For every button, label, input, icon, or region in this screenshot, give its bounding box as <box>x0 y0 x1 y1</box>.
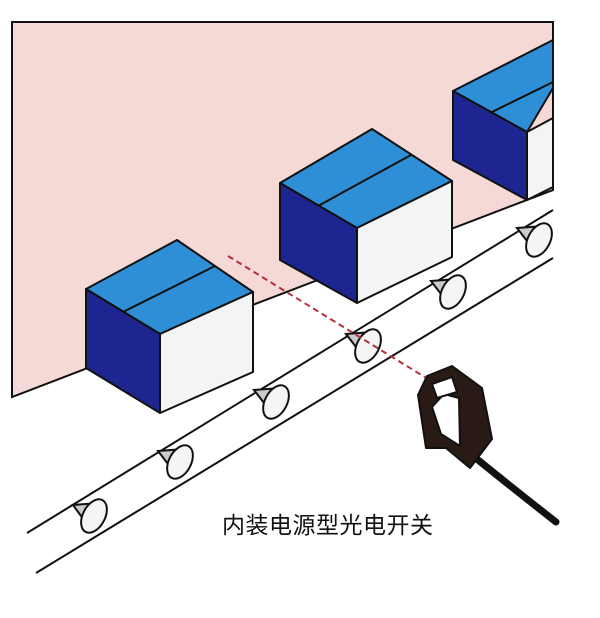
box-side <box>526 117 554 201</box>
box-right <box>452 39 554 201</box>
photoelectric-sensor-icon <box>417 365 560 526</box>
sensor-cable <box>468 451 560 526</box>
box-side <box>159 291 254 414</box>
conveyor-rollers <box>71 222 553 534</box>
box-middle <box>279 128 453 304</box>
roller <box>429 274 467 310</box>
box-side <box>356 180 453 304</box>
sensor-lens <box>430 375 459 400</box>
roller <box>71 498 108 534</box>
roller <box>515 222 553 258</box>
roller <box>252 384 290 420</box>
sensor-caption: 内装电源型光电开关 <box>222 513 434 539</box>
conveyor-belt <box>26 209 554 574</box>
light-beam <box>227 255 437 385</box>
roller <box>156 444 194 480</box>
roller <box>344 328 382 364</box>
box-left <box>85 239 254 414</box>
